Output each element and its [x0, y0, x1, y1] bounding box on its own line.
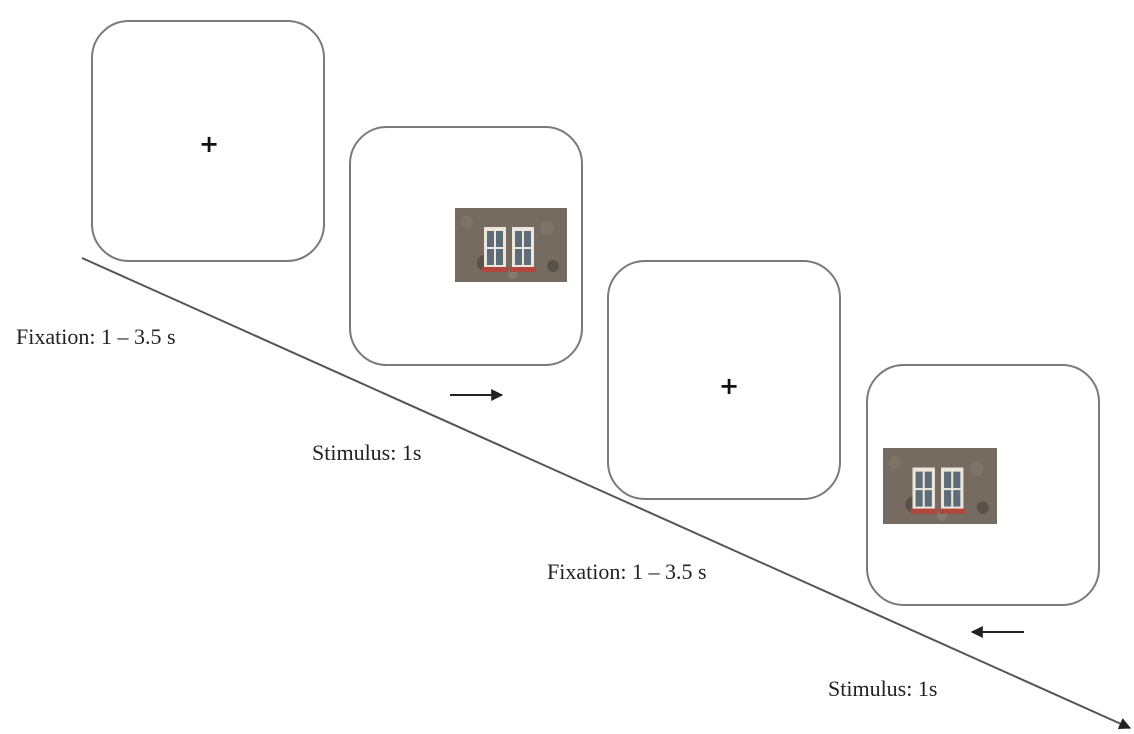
fixation-screen-1: +	[91, 20, 325, 262]
stimulus-image-2	[883, 448, 997, 524]
fixation-label-1: Fixation: 1 – 3.5 s	[16, 324, 176, 349]
stimulus-label-2: Stimulus: 1s	[828, 676, 938, 701]
fixation-cross-2: +	[719, 372, 740, 400]
stimulus-label-1: Stimulus: 1s	[312, 440, 422, 465]
stimulus-screen-2	[866, 364, 1100, 606]
stimulus-image-1	[455, 208, 567, 282]
fixation-screen-2: +	[607, 260, 841, 500]
fixation-label-2: Fixation: 1 – 3.5 s	[547, 559, 707, 584]
window-on-stone-wall-image	[455, 208, 567, 282]
time-axis-line	[81, 257, 1132, 730]
fixation-cross-1: +	[199, 130, 220, 158]
window-on-stone-wall-image	[883, 448, 997, 524]
stimulus-screen-1	[349, 126, 583, 366]
